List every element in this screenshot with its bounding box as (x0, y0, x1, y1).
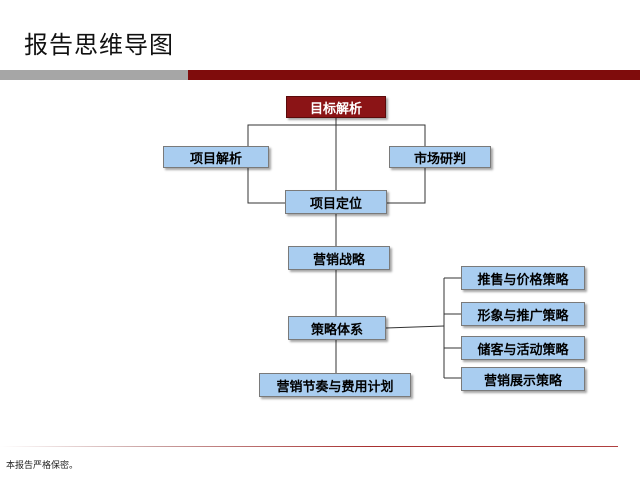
node-market-research: 市场研判 (389, 146, 491, 168)
node-positioning: 项目定位 (285, 190, 387, 214)
header-band-red (188, 70, 640, 80)
footer-confidential-note: 本报告严格保密。 (6, 461, 79, 471)
connector-top-bracket (247, 124, 426, 146)
node-sub-strategy-4: 营销展示策略 (461, 367, 585, 391)
node-sub-strategy-2: 形象与推广策略 (461, 302, 585, 326)
node-strategy-system: 策略体系 (288, 316, 386, 340)
node-rhythm-budget: 营销节奏与费用计划 (259, 373, 411, 397)
node-project-analysis: 项目解析 (163, 146, 269, 168)
node-root: 目标解析 (286, 96, 386, 118)
node-sub-strategy-3: 储客与活动策略 (461, 336, 585, 360)
node-sub-strategy-1: 推售与价格策略 (461, 266, 585, 290)
header-band-gray (0, 70, 188, 80)
node-marketing-strategy: 营销战略 (288, 246, 390, 270)
footer-divider (0, 446, 618, 447)
connector-system-branch (385, 325, 445, 329)
page-title: 报告思维导图 (24, 31, 174, 59)
